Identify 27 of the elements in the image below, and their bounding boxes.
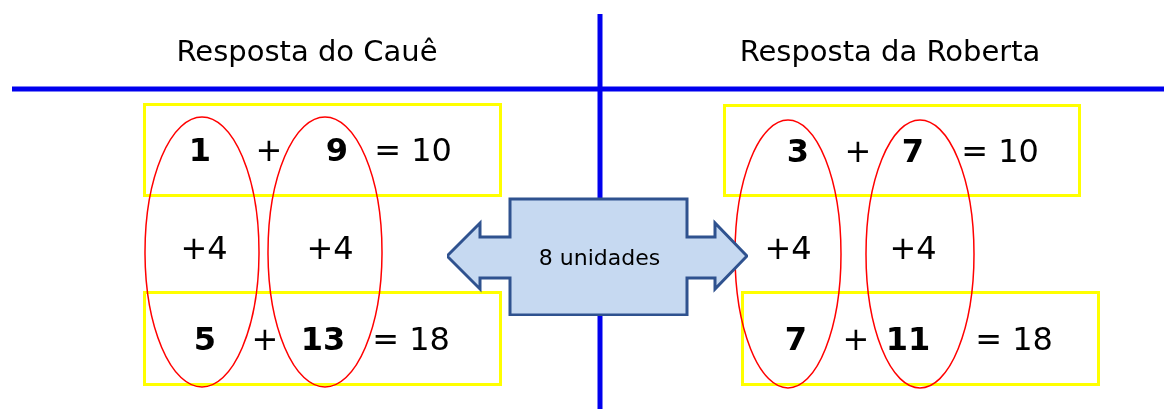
number: 5 [193,322,217,355]
increment-label: +4 [306,232,354,264]
equation-box [723,104,1081,197]
number: 9 [325,134,349,166]
number: 1 [188,134,212,166]
equation-box [143,103,502,197]
number: 3 [786,134,810,167]
increment-label: +4 [764,232,812,264]
plus-sign: + [842,322,870,355]
number: 7 [784,322,808,355]
equation-box [741,291,1100,386]
equation-result: = 18 [372,322,450,355]
equation-box [143,291,502,386]
plus-sign: + [251,322,279,355]
column-heading: Resposta da Roberta [739,34,1041,68]
number: 11 [885,322,931,355]
increment-label: +4 [180,232,228,264]
plus-sign: + [255,134,283,166]
equation-result: = 10 [961,134,1039,167]
column-heading: Resposta do Cauê [176,34,438,68]
equation-result: = 10 [374,134,452,166]
increment-label: +4 [889,232,937,264]
equation-result: = 18 [975,322,1053,355]
plus-sign: + [844,134,872,167]
number: 7 [901,134,925,167]
number: 13 [300,322,346,355]
arrow-label: 8 unidades [538,247,661,269]
